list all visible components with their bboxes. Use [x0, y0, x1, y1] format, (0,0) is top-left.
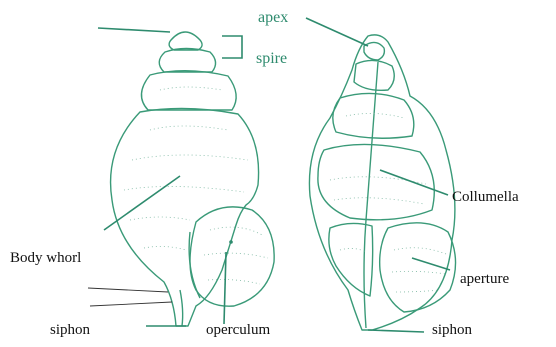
label-spire: spire	[256, 50, 287, 67]
sectioned-shell-stipple	[330, 113, 446, 292]
operculum-dot	[229, 240, 233, 244]
lower-whorl-chamber	[329, 223, 373, 296]
spire-whorl-3	[141, 71, 236, 110]
operculum-outline	[190, 207, 274, 306]
spire-bracket	[222, 36, 242, 58]
body-whorl-leader	[104, 176, 180, 230]
sectioned-shell	[309, 35, 455, 330]
apex-leader-right	[306, 18, 368, 46]
label-operculum: operculum	[206, 322, 270, 338]
label-columella: Collumella	[452, 189, 519, 205]
label-aperture: aperture	[460, 271, 509, 287]
siphon-leader-right	[368, 330, 424, 332]
label-siphon-right: siphon	[432, 322, 473, 338]
external-shell	[111, 32, 275, 326]
apex-leader-left	[98, 28, 170, 32]
aperture-leader	[412, 258, 450, 270]
body-whorl-outline	[111, 108, 259, 326]
siphon-canal-line	[180, 290, 183, 326]
label-apex: apex	[258, 9, 288, 26]
middle-whorl-chamber	[318, 144, 434, 219]
apex-chamber-2	[354, 60, 394, 90]
external-shell-stipple	[124, 87, 268, 284]
siphon-guide-lines	[88, 288, 172, 306]
label-siphon-left: siphon	[50, 322, 91, 338]
columella-leader	[380, 170, 448, 195]
spire-whorl-top	[169, 32, 202, 50]
spire-whorl-2	[159, 49, 215, 73]
label-body-whorl: Body whorl	[10, 250, 81, 266]
